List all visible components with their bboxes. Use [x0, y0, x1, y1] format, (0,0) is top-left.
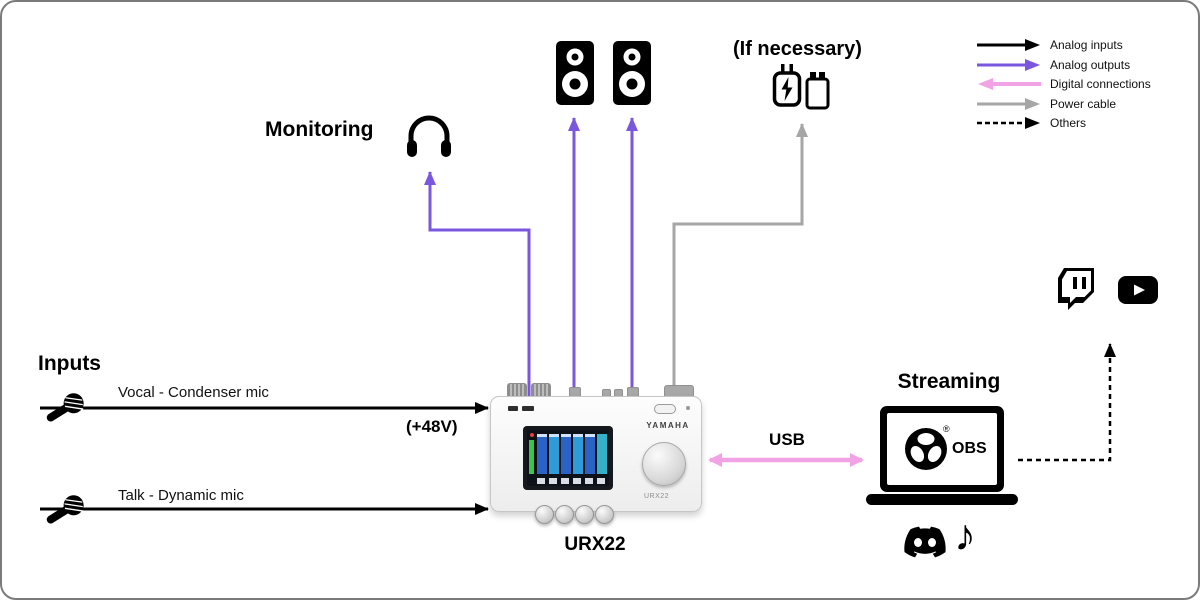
monitoring-label: Monitoring [265, 118, 374, 141]
condenser-mic-icon [46, 393, 84, 422]
device-front-knob-2 [555, 505, 574, 524]
phantom-power-label: (+48V) [406, 417, 458, 436]
laptop-icon [866, 406, 1018, 505]
legend-row-power-cable: Power cable [977, 97, 1151, 111]
legend-row-analog-outputs: Analog outputs [977, 58, 1151, 72]
device-front-knob-3 [575, 505, 594, 524]
discord-icon [904, 526, 946, 558]
legend-row-analog-inputs: Analog inputs [977, 38, 1151, 52]
device-main-knob [642, 442, 686, 486]
device-front-knob-4 [595, 505, 614, 524]
if-necessary-label: (If necessary) [733, 38, 862, 60]
wire-streaming-upload [1018, 343, 1116, 462]
power-adapter-icon [772, 64, 802, 107]
device-led [686, 406, 690, 410]
legend-label-analog-outputs: Analog outputs [1050, 57, 1131, 72]
headphones-icon [407, 115, 451, 157]
others-arrow-icon [977, 117, 1040, 129]
power-cable-arrow-icon [977, 97, 1040, 110]
usb-label: USB [769, 430, 805, 449]
vocal-input-label: Vocal - Condenser mic [118, 384, 269, 401]
talk-input-label: Talk - Dynamic mic [118, 487, 244, 504]
device-power-button [654, 404, 676, 414]
legend-label-analog-inputs: Analog inputs [1050, 38, 1123, 52]
digital-connections-arrow-icon [978, 78, 1041, 90]
device-screen-graphics [523, 426, 613, 490]
dynamic-mic-icon [46, 495, 84, 524]
analog-outputs-arrow-icon [977, 58, 1040, 71]
obs-app-label: OBS [952, 440, 987, 457]
legend-row-digital-connections: Digital connections [977, 77, 1151, 91]
device-panel-mark-2 [522, 406, 534, 411]
device-front-knob-1 [535, 505, 554, 524]
legend-row-others: Others [977, 116, 1151, 130]
legend: Analog inputs Analog outputs Digital con… [977, 38, 1151, 136]
legend-label-others: Others [1050, 116, 1087, 130]
speaker-left-icon [556, 41, 594, 105]
legend-label-digital-connections: Digital connections [1050, 77, 1151, 91]
obs-registered-mark: ® [943, 424, 950, 434]
wire-headphones-output [424, 171, 531, 402]
device-label: URX22 [564, 534, 626, 555]
device-model-print: URX22 [644, 493, 670, 500]
speaker-right-icon [613, 41, 651, 105]
twitch-icon [1058, 268, 1094, 310]
device-brand-logo: YAMAHA [646, 421, 690, 430]
legend-label-power-cable: Power cable [1050, 96, 1117, 111]
battery-icon [805, 72, 830, 110]
wire-power-cable [672, 123, 808, 400]
youtube-icon [1118, 276, 1158, 304]
music-note-icon: ♪ [954, 511, 976, 560]
device-panel-mark-1 [508, 406, 518, 411]
streaming-label: Streaming [897, 370, 1001, 393]
device-touchscreen [523, 426, 613, 490]
inputs-title: Inputs [38, 352, 101, 375]
analog-inputs-arrow-icon [977, 39, 1040, 51]
obs-logo-icon [905, 428, 947, 470]
